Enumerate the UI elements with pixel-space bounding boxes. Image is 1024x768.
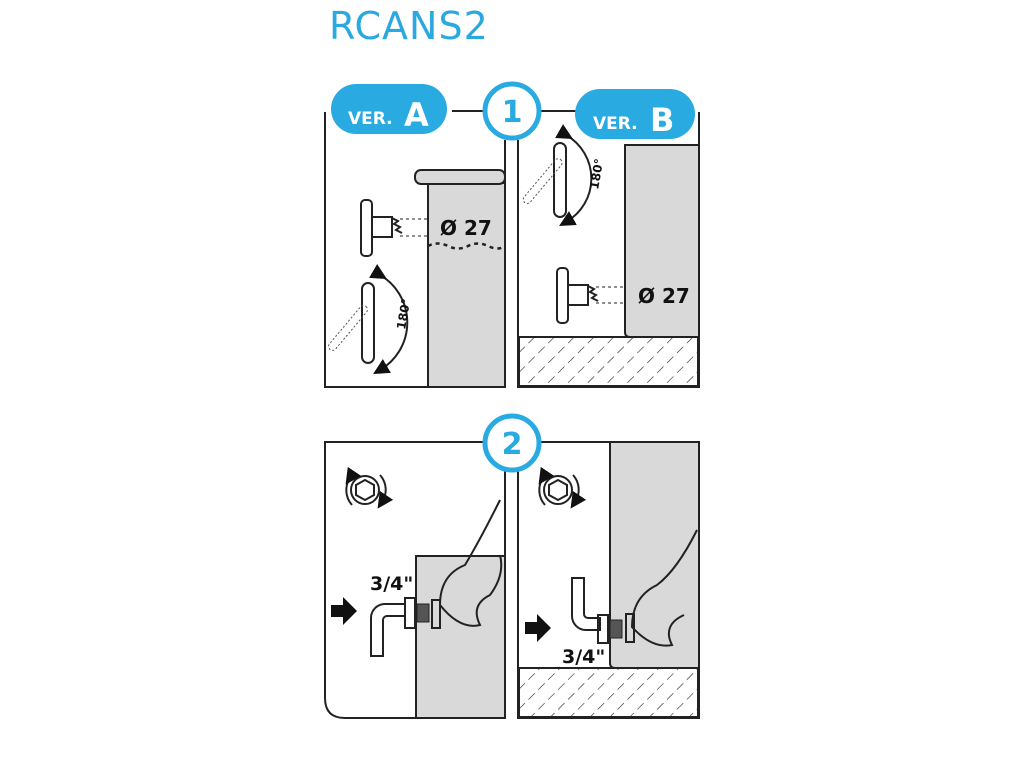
step1-panel-a: Ø 27 180° (324, 112, 506, 388)
step2-panel-a: 3/4" (324, 441, 506, 719)
svg-text:2: 2 (502, 427, 523, 462)
thread-size-label: 3/4" (370, 573, 413, 595)
svg-text:VER.: VER. (593, 114, 638, 134)
floor (518, 667, 699, 718)
cut-line (427, 242, 506, 250)
hand-icon (630, 529, 698, 647)
tank-wall (415, 555, 506, 719)
product-title: RCANS2 (329, 4, 489, 48)
floor (518, 336, 699, 387)
plug-icon (360, 199, 428, 257)
rotate-180-icon: 180° (522, 124, 606, 226)
tank-wall (609, 441, 700, 669)
thread-size-label: 3/4" (562, 646, 605, 668)
arrow-right-icon (525, 614, 551, 642)
nut-rotate-icon (345, 466, 394, 509)
nut-rotate-icon (538, 466, 587, 509)
rotation-label: 180° (394, 297, 413, 330)
rotate-180-icon: 180° (328, 264, 413, 375)
svg-text:VER.: VER. (348, 109, 393, 129)
step1-panel-b: Ø 27 180° (517, 112, 700, 388)
tank-wall (624, 144, 700, 338)
svg-text:A: A (404, 96, 429, 134)
diameter-label: Ø 27 (638, 284, 690, 308)
svg-text:B: B (650, 101, 674, 139)
tank-rim (414, 169, 506, 185)
step-1-marker: 1 (482, 81, 542, 141)
version-b-badge: VER. B (575, 89, 695, 139)
hand-icon (438, 499, 503, 627)
step2-panel-b: 3/4" (517, 441, 700, 719)
rotation-label: 180° (587, 157, 606, 190)
tank-wall (427, 182, 506, 388)
diameter-label: Ø 27 (440, 216, 492, 240)
svg-text:1: 1 (502, 95, 523, 130)
elbow-fitting-icon (370, 597, 441, 657)
plug-icon (556, 267, 625, 324)
step-2-marker: 2 (482, 413, 542, 473)
version-a-badge: VER. A (331, 84, 447, 134)
arrow-right-icon (331, 597, 357, 625)
